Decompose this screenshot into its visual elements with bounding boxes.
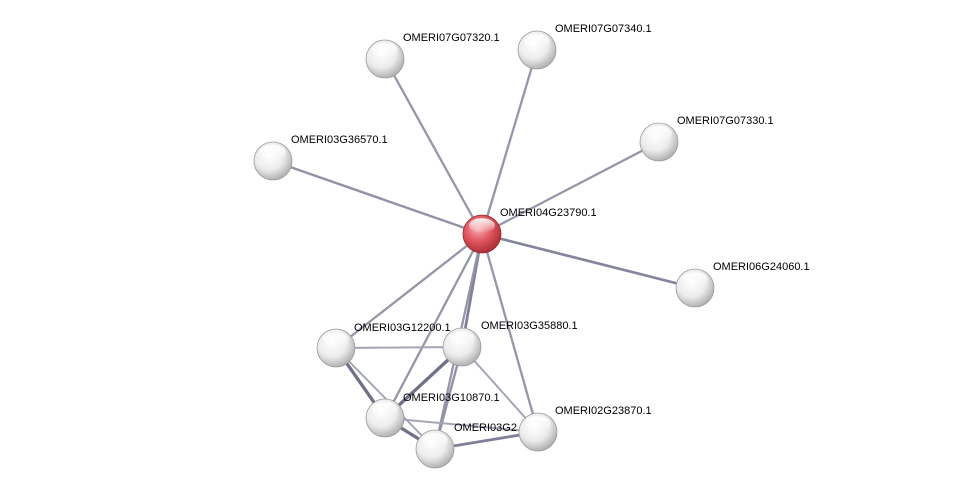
node-highlight xyxy=(323,332,349,347)
node-label: OMERI03G36570.1 xyxy=(291,134,388,146)
node-label: OMERI03G12200.1 xyxy=(354,322,451,334)
node-highlight xyxy=(682,272,708,287)
node-highlight xyxy=(422,433,448,448)
query-node[interactable]: OMERI04G23790.1 xyxy=(462,207,597,254)
node-highlight xyxy=(646,126,672,141)
protein-node[interactable]: OMERI03G35880.1 xyxy=(442,320,578,367)
edge-center-n24060 xyxy=(480,232,697,290)
edge-n12200-n35880 xyxy=(335,346,463,349)
node-highlight xyxy=(372,43,398,58)
protein-node[interactable]: OMERI07G07340.1 xyxy=(517,23,652,70)
node-highlight xyxy=(449,331,475,346)
edge-center-n07340 xyxy=(480,48,539,236)
node-label: OMERI03G10870.1 xyxy=(403,392,500,404)
protein-node[interactable]: OMERI03G2 xyxy=(415,422,517,469)
edge-center-n36570 xyxy=(271,159,484,236)
node-label: OMERI03G2 xyxy=(454,422,517,434)
edge-center-n07330 xyxy=(480,140,661,236)
node-label: OMERI02G23870.1 xyxy=(555,405,652,417)
edge-n12200-n2bottom xyxy=(335,347,436,450)
protein-node[interactable]: OMERI06G24060.1 xyxy=(675,261,810,308)
node-label: OMERI06G24060.1 xyxy=(713,261,810,273)
edge-center-n12200 xyxy=(334,232,484,350)
protein-node[interactable]: OMERI03G12200.1 xyxy=(316,322,451,368)
protein-node[interactable]: OMERI07G07330.1 xyxy=(639,115,774,162)
protein-node[interactable]: OMERI02G23870.1 xyxy=(518,405,652,452)
node-highlight xyxy=(469,218,495,233)
node-label: OMERI07G07340.1 xyxy=(555,23,652,35)
node-highlight xyxy=(260,145,286,160)
edge-center-n10870 xyxy=(383,232,484,420)
node-label: OMERI07G07330.1 xyxy=(677,115,774,127)
protein-node[interactable]: OMERI07G07320.1 xyxy=(365,32,500,79)
protein-node[interactable]: OMERI03G10870.1 xyxy=(365,392,500,438)
node-label: OMERI04G23790.1 xyxy=(500,207,597,219)
edge-n10870-n23870 xyxy=(384,417,539,433)
node-highlight xyxy=(372,402,398,417)
node-highlight xyxy=(525,416,551,431)
edge-center-n23870 xyxy=(480,232,540,434)
edge-center-n07320 xyxy=(383,57,484,236)
node-layer: OMERI04G23790.1OMERI07G07320.1OMERI07G07… xyxy=(253,23,810,469)
node-label: OMERI03G35880.1 xyxy=(481,320,578,332)
node-label: OMERI07G07320.1 xyxy=(403,32,500,44)
node-highlight xyxy=(524,34,550,49)
protein-node[interactable]: OMERI03G36570.1 xyxy=(253,134,388,181)
